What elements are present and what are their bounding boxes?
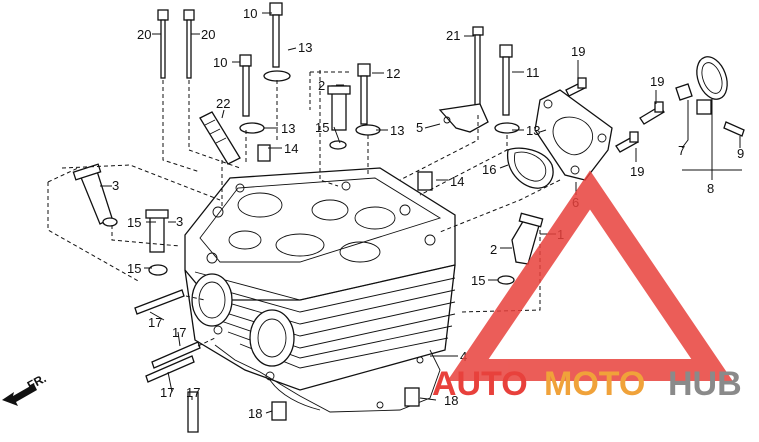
- label-20b: 20: [201, 27, 215, 42]
- watermark-wordmark: AUTO MOTO HUB: [432, 365, 742, 403]
- reference-lines: [47, 70, 561, 347]
- label-17c: 17: [160, 385, 174, 400]
- valve-guide-3-left: [72, 163, 118, 227]
- bolt-10-lower: [239, 54, 265, 134]
- label-15c: 15: [127, 261, 141, 276]
- label-15b: 15: [127, 215, 141, 230]
- label-8: 8: [707, 181, 714, 196]
- watermark-triangle-icon: [447, 170, 733, 381]
- label-14a: 14: [284, 141, 298, 156]
- part-labels: 20 20 10 10 13 13 22 14 2 15 12 13 5 21 …: [112, 6, 744, 421]
- cylinder-head: [184, 167, 456, 413]
- front-arrow-icon: [2, 384, 37, 406]
- gasket-16: [507, 147, 554, 189]
- label-2a: 2: [318, 78, 325, 93]
- label-10b: 10: [213, 55, 227, 70]
- label-19c: 19: [630, 164, 644, 179]
- label-10a: 10: [243, 6, 257, 21]
- clamp-8: [675, 56, 745, 137]
- label-13a: 13: [298, 40, 312, 55]
- label-19a: 19: [571, 44, 585, 59]
- spark-plug-22: [199, 111, 241, 165]
- label-13c: 13: [390, 123, 404, 138]
- label-22: 22: [216, 96, 230, 111]
- dowel-14: [257, 144, 433, 191]
- bolt-12: [355, 63, 381, 136]
- label-19b: 19: [650, 74, 664, 89]
- valve-guide-2-right: [497, 212, 544, 285]
- label-14b: 14: [450, 174, 464, 189]
- valve-guide-2-upper: [327, 85, 351, 150]
- label-3b: 3: [176, 214, 183, 229]
- label-12: 12: [386, 66, 400, 81]
- label-4: 4: [460, 349, 467, 364]
- bolt-10-upper: [263, 2, 291, 82]
- bolt-11: [494, 44, 520, 134]
- label-9: 9: [737, 146, 744, 161]
- label-13d: 13: [526, 123, 540, 138]
- valve-guide-3-center: [145, 209, 169, 276]
- bolts-19: [565, 77, 665, 153]
- stud-21-bracket-5: [438, 26, 489, 133]
- label-17a: 17: [148, 315, 162, 330]
- watermark-hub: HUB: [668, 365, 742, 403]
- label-5: 5: [416, 120, 423, 135]
- label-13b: 13: [281, 121, 295, 136]
- label-3a: 3: [112, 178, 119, 193]
- label-21: 21: [446, 28, 460, 43]
- leader-lines: [100, 12, 742, 414]
- label-17d: 17: [186, 385, 200, 400]
- watermark-auto: AUTO: [432, 365, 528, 403]
- label-17b: 17: [172, 325, 186, 340]
- dowels-18: [271, 387, 420, 421]
- label-11: 11: [526, 65, 540, 80]
- label-15d: 15: [471, 273, 485, 288]
- studs-17: [134, 289, 201, 433]
- label-15a: 15: [315, 120, 329, 135]
- long-bolts-20: [157, 9, 195, 79]
- label-2b: 2: [490, 242, 497, 257]
- watermark-moto: MOTO: [544, 365, 645, 403]
- label-16: 16: [482, 162, 496, 177]
- front-direction: FR.: [2, 371, 48, 406]
- label-18b: 18: [444, 393, 458, 408]
- watermark-logo: [447, 170, 733, 381]
- label-18a: 18: [248, 406, 262, 421]
- label-7: 7: [678, 143, 685, 158]
- label-20a: 20: [137, 27, 151, 42]
